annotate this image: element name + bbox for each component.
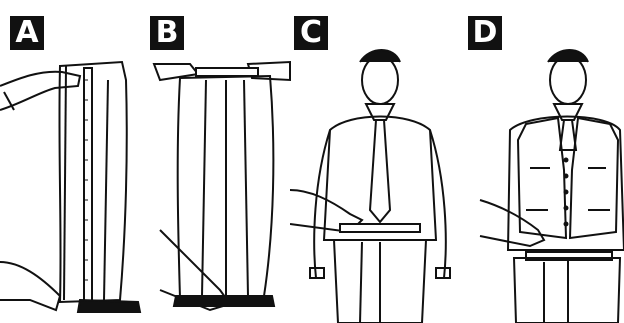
trousers-waist-illustration (140, 0, 300, 323)
vest-waist-illustration (460, 0, 624, 323)
panel-a: A (0, 0, 150, 323)
panel-d: D (460, 0, 624, 323)
shirt-waist-illustration (290, 0, 460, 323)
panel-c: C (290, 0, 460, 323)
trousers-outseam-illustration (0, 0, 150, 323)
panel-b: B (140, 0, 300, 323)
